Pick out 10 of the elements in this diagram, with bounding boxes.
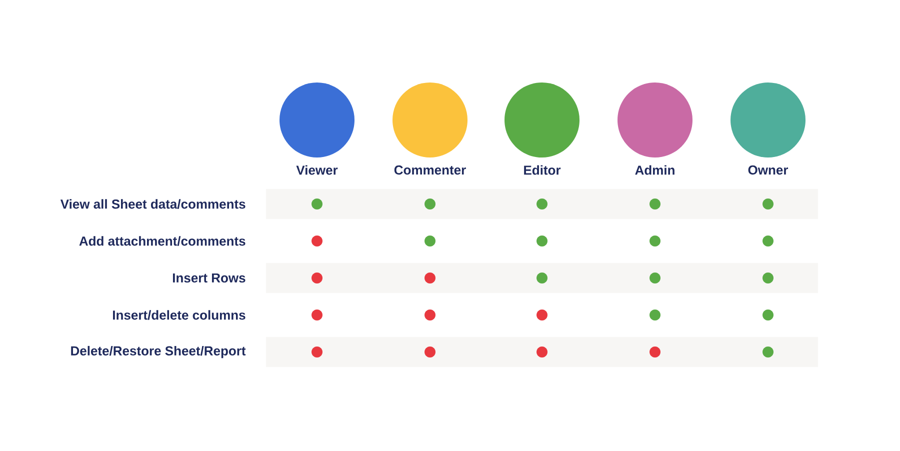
- row-label: View all Sheet data/comments: [60, 199, 246, 209]
- role-name: Viewer: [296, 165, 338, 175]
- role-name: Admin: [635, 165, 674, 175]
- role-name: Commenter: [394, 165, 466, 175]
- row-label: Insert/delete columns: [113, 310, 246, 320]
- row-label: Delete/Restore Sheet/Report: [71, 346, 246, 358]
- role-name: Owner: [748, 165, 788, 175]
- row-label: Insert Rows: [172, 273, 246, 283]
- row-label: Add attachment/comments: [79, 236, 246, 246]
- role-name: Editor: [524, 165, 561, 175]
